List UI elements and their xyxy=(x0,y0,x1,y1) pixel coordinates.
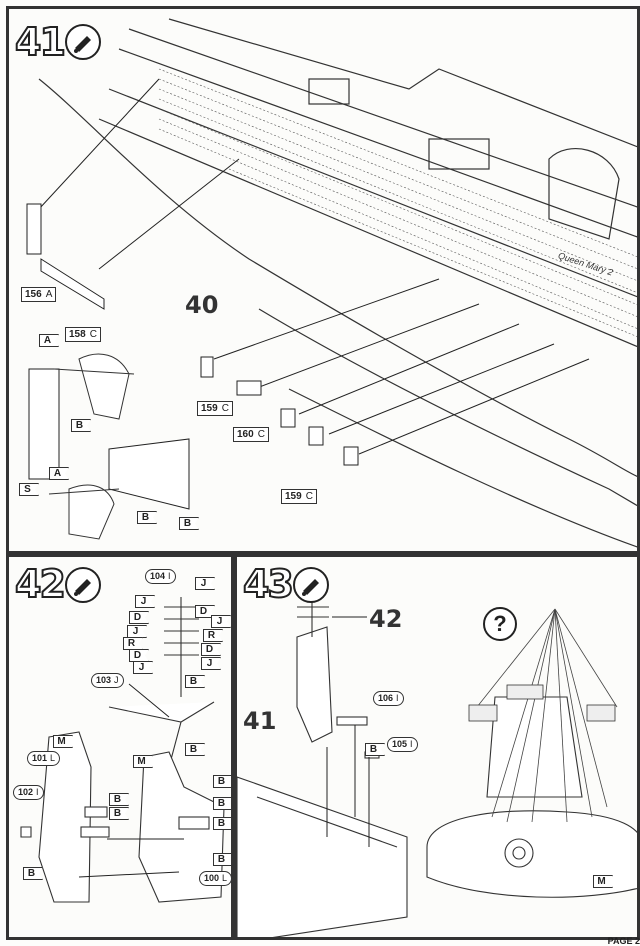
flag-b-4: B xyxy=(213,775,231,788)
page-number: PAGE 2 xyxy=(607,936,640,946)
step-41-ship-drawing xyxy=(26,18,637,548)
flag-a-bottom: A xyxy=(49,467,69,480)
flag-b-7: B xyxy=(213,853,231,866)
flag-b-6: B xyxy=(213,817,231,830)
assembly-ref-41: 41 xyxy=(243,707,277,735)
mast-flag-j-1: J xyxy=(195,577,215,590)
glue-icon xyxy=(65,567,101,603)
flag-b-right: B xyxy=(179,517,199,530)
step-42-mast-drawing xyxy=(20,597,225,903)
assembly-ref-42: 42 xyxy=(369,605,403,633)
mast-flag-d-1: D xyxy=(129,611,149,624)
step-41-number: 41 xyxy=(14,20,67,64)
step-43-drawing xyxy=(237,597,637,937)
assembly-ref-40: 40 xyxy=(185,291,219,319)
question-mark-icon: ? xyxy=(483,607,517,641)
flag-b-5: B xyxy=(213,797,231,810)
glue-icon xyxy=(293,567,329,603)
step-42-number: 42 xyxy=(14,562,67,606)
glue-icon xyxy=(65,24,101,60)
step-43-number: 43 xyxy=(242,562,295,606)
flag-m-2: M xyxy=(133,755,153,768)
mast-flag-b: B xyxy=(185,675,205,688)
